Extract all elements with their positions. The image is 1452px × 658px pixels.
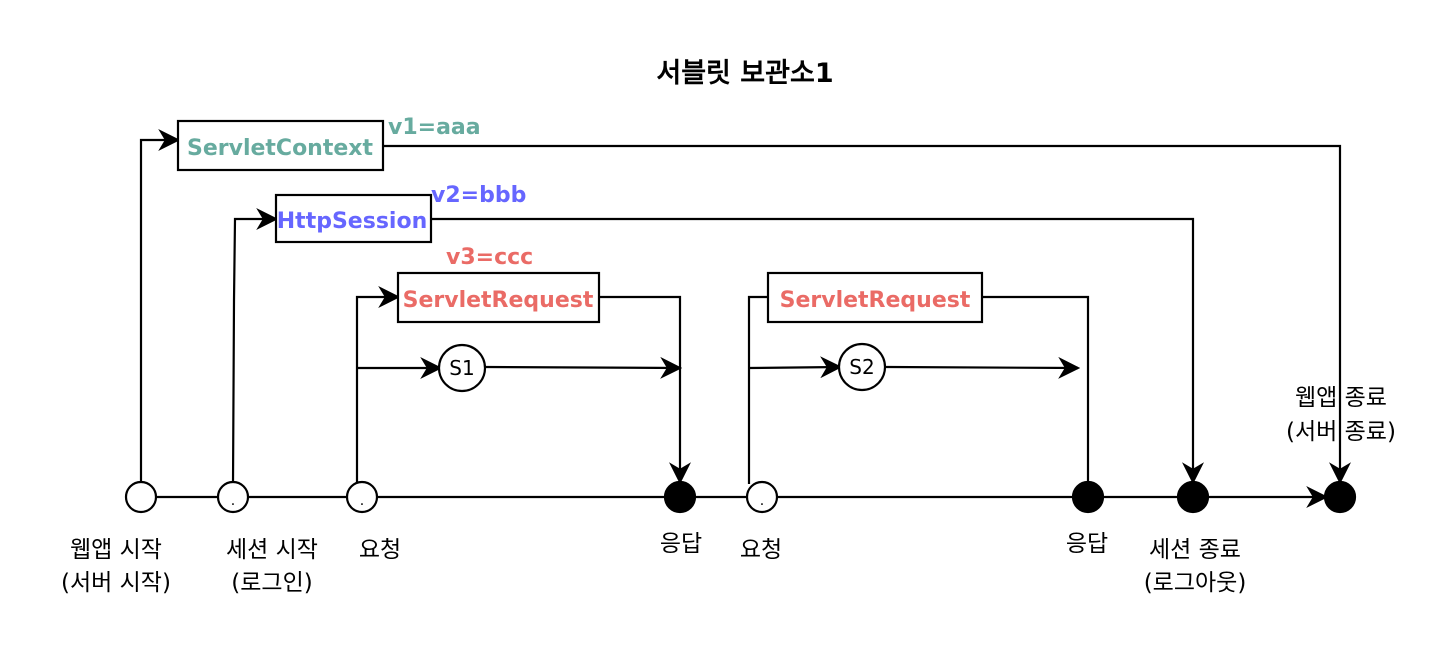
request1-dot: .	[360, 493, 364, 509]
servlet-node-s2: S2	[837, 342, 887, 392]
s1-label: S1	[449, 356, 474, 380]
s1-out-arrow	[485, 356, 683, 379]
context-end-connector	[383, 144, 1351, 485]
webapp-end-node	[1323, 480, 1357, 514]
servlet-request-label-2: ServletRequest	[780, 288, 971, 313]
webapp-start-label-1: 웹앱 시작	[70, 537, 162, 563]
webapp-start-label-2: (서버 시작)	[61, 570, 171, 596]
session-start-node: .	[216, 480, 250, 514]
s2-in-arrow	[748, 356, 843, 379]
s2-label: S2	[849, 355, 874, 379]
v3-label: v3=ccc	[446, 245, 533, 270]
response2-node	[1071, 480, 1105, 514]
request2-dot: .	[760, 493, 764, 509]
s2-out-arrow	[885, 356, 1081, 379]
webapp-end-label-2: (서버 종료)	[1286, 419, 1396, 445]
request1-label: 요청	[359, 537, 401, 563]
session-start-label-2: (로그인)	[231, 570, 312, 596]
response2-label: 응답	[1066, 531, 1108, 557]
session-end-label-2: (로그아웃)	[1144, 570, 1247, 596]
http-session-box: HttpSession	[274, 193, 433, 244]
servlet-context-label: ServletContext	[187, 136, 373, 161]
response1-node	[663, 480, 697, 514]
v1-label: v1=aaa	[388, 115, 481, 140]
session-end-label-1: 세션 종료	[1149, 537, 1241, 563]
servlet-request-label-1: ServletRequest	[403, 288, 594, 313]
context-start-connector	[139, 129, 181, 484]
session-start-label-1: 세션 시작	[226, 537, 318, 563]
diagram-title: 서블릿 보관소1	[656, 58, 833, 89]
session-start-dot: .	[231, 493, 235, 509]
request2-label: 요청	[740, 537, 782, 563]
session-start-connector	[231, 208, 279, 485]
servlet-context-box: ServletContext	[176, 119, 385, 172]
servlet-request-box-2: ServletRequest	[766, 271, 984, 324]
response1-label: 응답	[660, 531, 702, 557]
webapp-end-label-1: 웹앱 종료	[1295, 385, 1387, 411]
request1-node: .	[345, 480, 379, 514]
request1-end-connector	[599, 295, 691, 485]
session-end-node	[1176, 480, 1210, 514]
servlet-node-s1: S1	[437, 343, 487, 393]
request2-start-connector	[747, 295, 768, 484]
v2-label: v2=bbb	[431, 183, 526, 208]
session-end-connector	[431, 217, 1204, 485]
request1-start-connector	[355, 286, 401, 484]
servlet-request-box-1: ServletRequest	[396, 271, 601, 324]
request2-node: .	[745, 480, 779, 514]
request2-end-connector	[982, 295, 1090, 484]
http-session-label: HttpSession	[277, 209, 427, 234]
webapp-start-node	[124, 480, 158, 514]
